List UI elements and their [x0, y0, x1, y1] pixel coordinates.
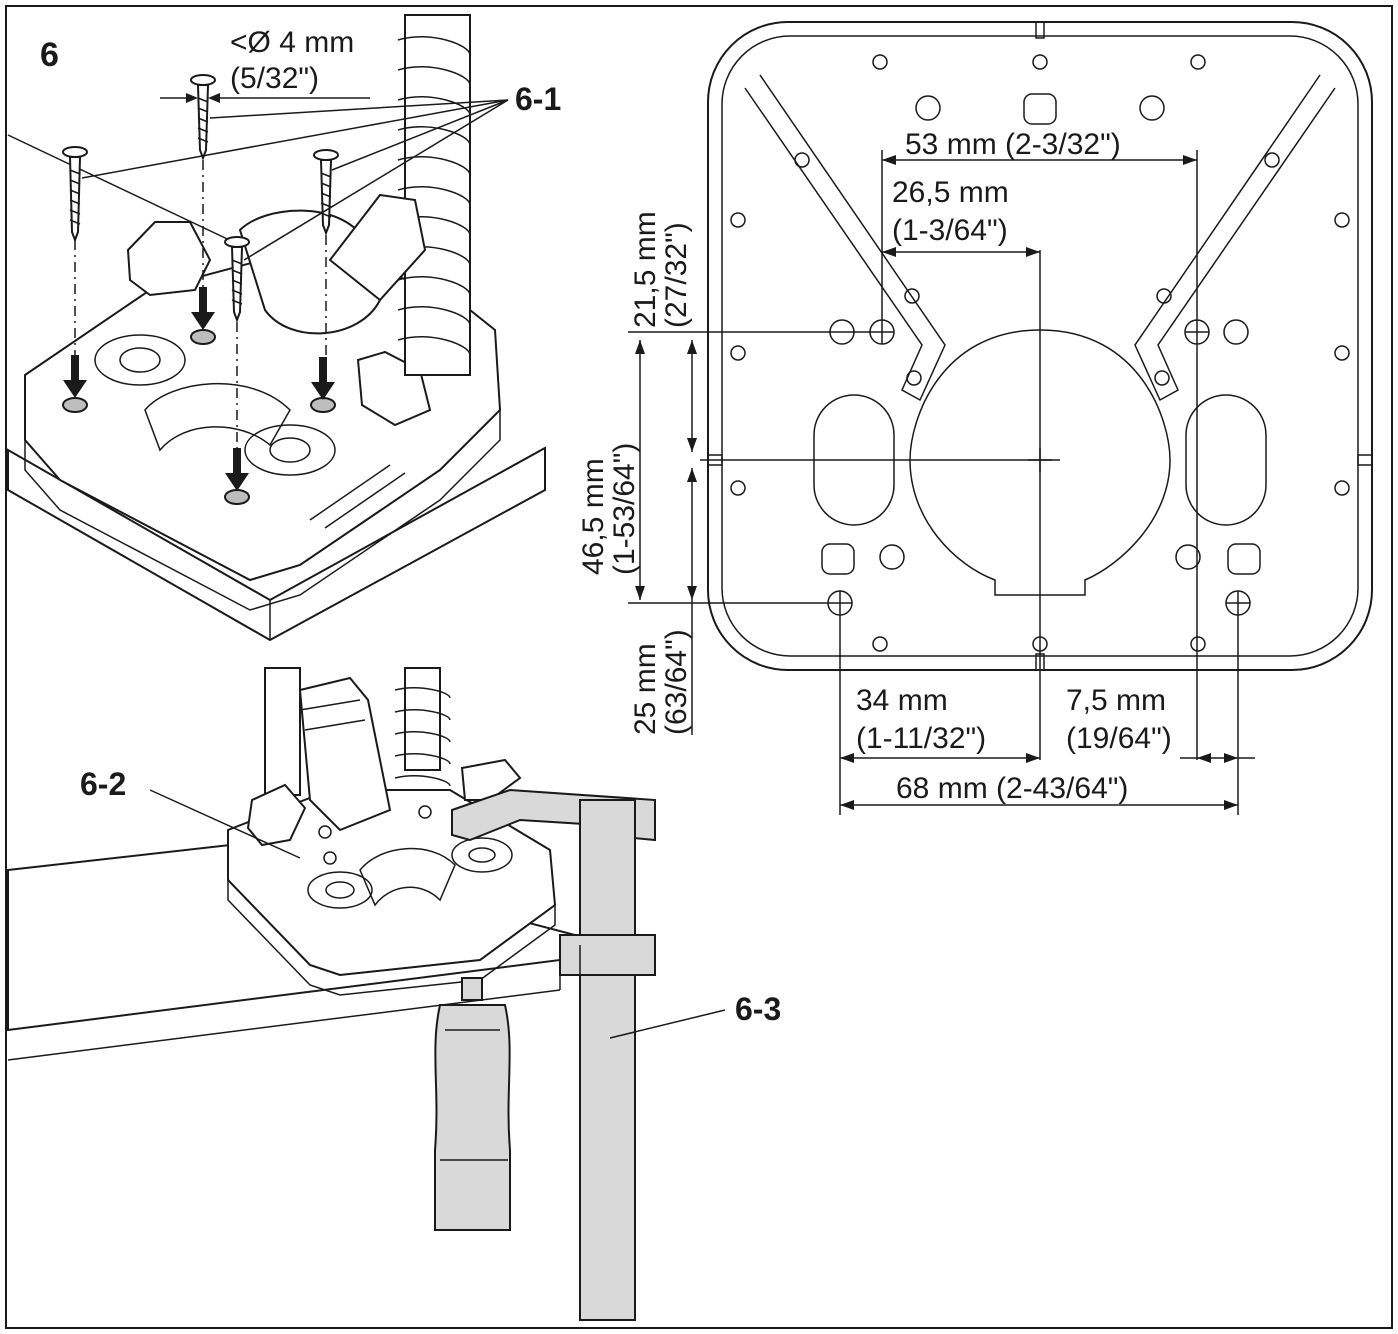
callout-screws: 6-1: [515, 81, 561, 117]
screw: [190, 74, 216, 161]
clamp-screw: [461, 977, 483, 1001]
mounting-hole: [1184, 319, 1210, 345]
dimension-25mm-imperial-label: (63/64"): [660, 629, 693, 735]
suction-adapter: [298, 676, 392, 832]
square-hole: [821, 543, 855, 575]
insert-arrow: [225, 448, 249, 491]
dimension-46-5mm-label: 46,5 mm: [577, 458, 610, 575]
clamp-handle: [434, 1004, 511, 1231]
oval-slot-right: [1185, 394, 1267, 526]
screw: [62, 146, 88, 243]
suction-adapter: [328, 193, 427, 302]
dimension-46-5mm-imperial-label: (1-53/64"): [608, 443, 641, 575]
figure-number: 6: [40, 36, 59, 74]
screw-diameter-imperial-label: (5/32"): [230, 62, 319, 95]
dimension-7-5mm-label: 7,5 mm: [1066, 684, 1166, 717]
mounting-hole: [62, 397, 88, 413]
locking-knob-right: [460, 758, 522, 801]
clamp-mounting-illustration: [7, 667, 726, 1321]
hole-pattern-drawing: [628, 21, 1373, 815]
clamp-rail: [579, 799, 636, 1321]
dimension-21-5mm-label: 21,5 mm: [629, 211, 662, 328]
dimension-7-5mm-imperial-label: (19/64"): [1066, 722, 1172, 755]
screw-diameter-label: <Ø 4 mm: [230, 26, 354, 59]
dimension-53mm-label: 53 mm (2-3/32"): [905, 128, 1121, 161]
insert-arrow: [63, 355, 87, 398]
screw: [313, 149, 339, 236]
screw-mounting-illustration: [7, 14, 546, 642]
locking-knob-left: [246, 783, 307, 847]
mounting-hole: [827, 590, 853, 616]
callout-base-plate: 6-2: [80, 766, 126, 802]
dimension-26-5mm-imperial-label: (1-3/64"): [892, 214, 1008, 247]
dimension-26-5mm-label: 26,5 mm: [892, 176, 1009, 209]
mounting-hole: [224, 489, 250, 505]
square-hole: [1023, 93, 1057, 125]
screw: [224, 236, 250, 323]
figure-frame: [5, 5, 1393, 1329]
mounting-hole: [869, 319, 895, 345]
dimension-21-5mm-imperial-label: (27/32"): [660, 222, 693, 328]
insert-arrow: [311, 357, 335, 400]
dimension-68mm-label: 68 mm (2-43/64"): [896, 772, 1128, 805]
callout-clamp: 6-3: [735, 991, 781, 1027]
locking-knob-left: [126, 221, 212, 297]
mounting-hole: [1225, 590, 1251, 616]
clamp-lower-jaw: [559, 934, 656, 976]
insert-arrow: [191, 287, 215, 330]
dimension-25mm-label: 25 mm: [629, 643, 662, 735]
dimension-34mm-label: 34 mm: [856, 684, 948, 717]
mounting-hole: [310, 397, 336, 413]
square-hole: [1227, 543, 1261, 575]
mounting-hole: [190, 329, 216, 345]
dimension-34mm-imperial-label: (1-11/32"): [856, 722, 986, 755]
